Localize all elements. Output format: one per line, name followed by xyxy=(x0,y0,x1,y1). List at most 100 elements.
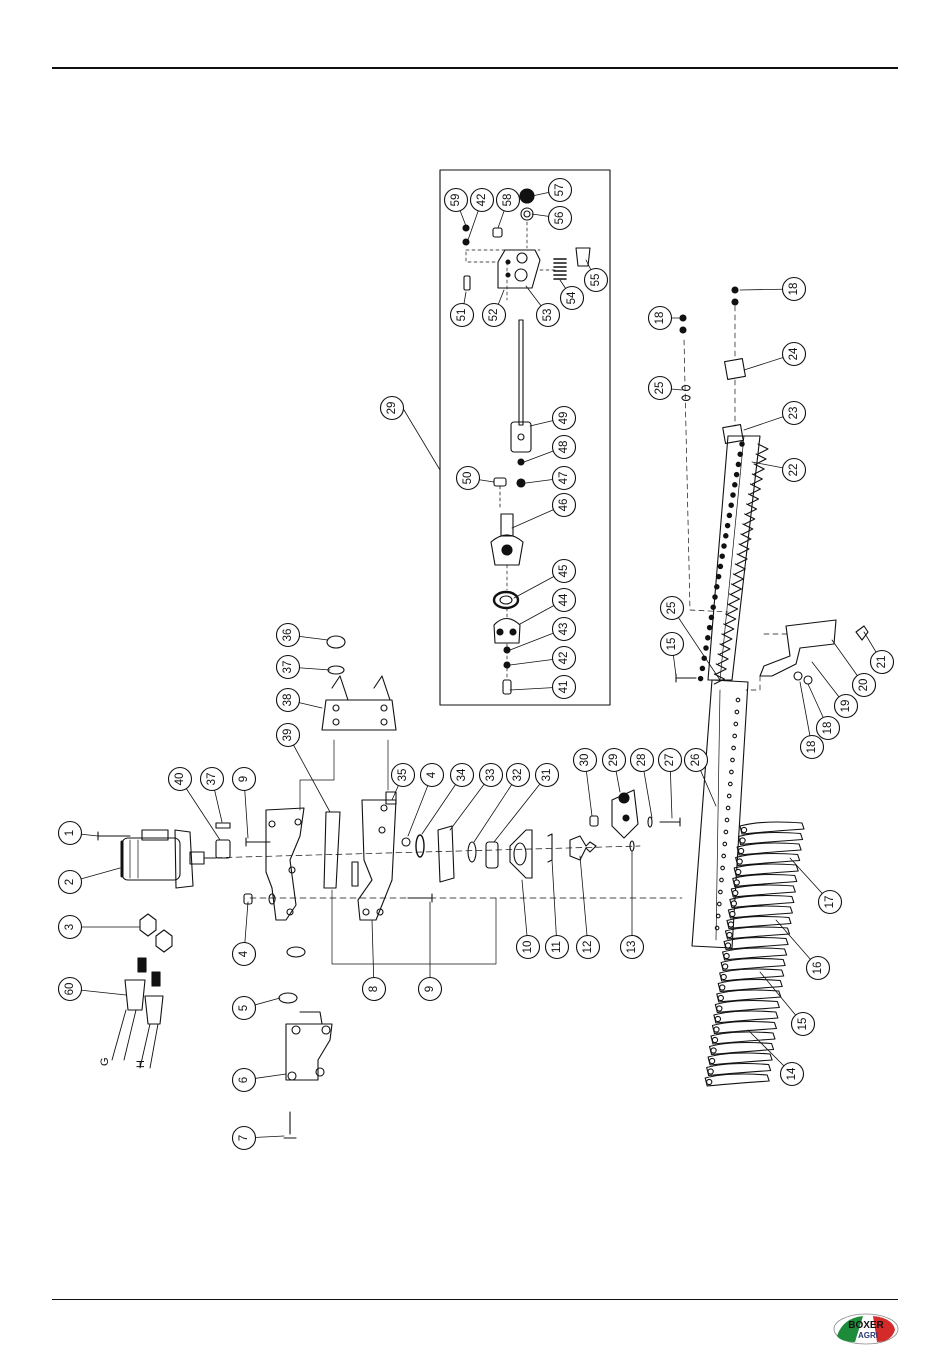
callout-label: 47 xyxy=(558,472,570,485)
callout-27: 27 xyxy=(659,749,682,772)
callout-label: 27 xyxy=(664,754,676,767)
callout-label: 15 xyxy=(666,638,678,651)
bar-hole xyxy=(734,722,738,726)
callout-label: 40 xyxy=(174,773,186,786)
callout-54: 54 xyxy=(561,287,584,310)
callout-37: 37 xyxy=(201,768,224,791)
callout-label: 19 xyxy=(840,700,852,713)
cutter-bar xyxy=(676,287,868,948)
callout-label: 54 xyxy=(566,291,578,304)
guard-bolt xyxy=(733,890,738,895)
callout-label: 18 xyxy=(654,312,666,325)
guard-bolt xyxy=(727,932,732,937)
callout-label: 60 xyxy=(64,983,76,996)
callout-label: 50 xyxy=(462,472,474,485)
callout-22: 22 xyxy=(783,459,806,482)
callout-43: 43 xyxy=(553,618,576,641)
callout-label: 4 xyxy=(426,771,438,778)
callout-31: 31 xyxy=(536,764,559,787)
bar-hole xyxy=(715,926,719,930)
bar-hole xyxy=(725,818,729,822)
callout-label: 58 xyxy=(502,194,514,207)
knife-section xyxy=(752,474,762,484)
callout-4: 4 xyxy=(421,764,444,787)
knife-sections xyxy=(714,444,768,684)
callout-25: 25 xyxy=(649,377,672,400)
callout-47: 47 xyxy=(553,467,576,490)
rack-hole xyxy=(733,483,737,487)
callout-label: 17 xyxy=(824,896,836,909)
callout-58: 58 xyxy=(497,189,520,212)
callout-19: 19 xyxy=(835,695,858,718)
callout-2: 2 xyxy=(59,871,82,894)
leader-line xyxy=(552,860,557,947)
callout-56: 56 xyxy=(549,207,572,230)
callout-label: 32 xyxy=(512,769,524,782)
callout-label: 10 xyxy=(522,941,534,954)
callout-18: 18 xyxy=(649,307,672,330)
callout-59: 59 xyxy=(445,189,468,212)
rack-hole xyxy=(729,503,733,507)
callout-51: 51 xyxy=(451,304,474,327)
guard-bolt xyxy=(739,848,744,853)
rack-hole xyxy=(698,676,702,680)
knife-section xyxy=(743,524,753,534)
callout-label: 37 xyxy=(206,773,218,786)
callout-label: 55 xyxy=(590,274,602,287)
callout-label: 38 xyxy=(282,694,294,707)
guard-bolt xyxy=(708,1069,713,1074)
callout-15: 15 xyxy=(792,1013,815,1036)
leader-line xyxy=(288,735,330,812)
guard-bolt xyxy=(721,974,726,979)
callout-label: 42 xyxy=(558,652,570,665)
bar-hole xyxy=(723,842,727,846)
callout-label: 45 xyxy=(558,565,570,578)
callout-24: 24 xyxy=(783,343,806,366)
bar-hole xyxy=(732,746,736,750)
callout-42: 42 xyxy=(553,647,576,670)
callout-4: 4 xyxy=(233,943,256,966)
guard-bolt xyxy=(711,1048,716,1053)
callout-label: 8 xyxy=(368,986,380,992)
callout-label: 18 xyxy=(822,722,834,735)
bar-hole xyxy=(722,854,726,858)
leader-line xyxy=(580,856,588,947)
callout-label: 16 xyxy=(812,962,824,975)
callout-label: 29 xyxy=(386,402,398,415)
rack-hole xyxy=(727,513,731,517)
rack-hole xyxy=(734,472,738,476)
callout-18: 18 xyxy=(801,736,824,759)
inset-leader xyxy=(404,410,440,470)
callout-label: 46 xyxy=(558,499,570,512)
callout-label: 13 xyxy=(626,941,638,954)
callout-12: 12 xyxy=(577,936,600,959)
logo-text-line2: AGRI xyxy=(858,1331,878,1340)
mounting-brackets xyxy=(206,636,682,1138)
callout-label: 31 xyxy=(541,769,553,782)
guard-bolt xyxy=(714,1027,719,1032)
bar-hole xyxy=(729,782,733,786)
rack-hole xyxy=(720,554,724,558)
guard-bolt xyxy=(728,922,733,927)
callout-label: 22 xyxy=(788,464,800,477)
bar-hole xyxy=(716,914,720,918)
callout-18: 18 xyxy=(783,278,806,301)
guard-bolt xyxy=(717,1006,722,1011)
finger-guards xyxy=(705,822,804,1086)
bar-hole xyxy=(726,806,730,810)
callout-20: 20 xyxy=(853,674,876,697)
rack-hole xyxy=(706,636,710,640)
bar-hole xyxy=(736,698,740,702)
callout-25: 25 xyxy=(661,597,684,620)
callout-21: 21 xyxy=(871,651,894,674)
callout-label: 37 xyxy=(282,661,294,674)
callout-label: 18 xyxy=(788,283,800,296)
callout-38: 38 xyxy=(277,689,300,712)
knife-section xyxy=(730,594,740,604)
callout-label: 5 xyxy=(238,1005,250,1011)
guard-bolt xyxy=(720,985,725,990)
guard-bolt xyxy=(734,880,739,885)
callout-42: 42 xyxy=(471,189,494,212)
guard-bolt xyxy=(718,995,723,1000)
guard-bolt xyxy=(712,1037,717,1042)
